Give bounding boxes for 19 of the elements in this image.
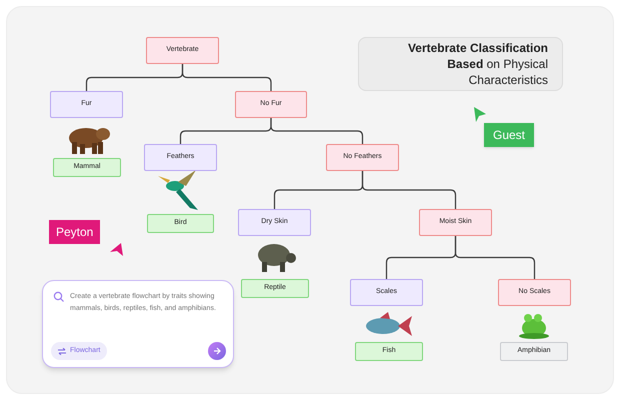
process-box bbox=[147, 214, 214, 233]
process-box bbox=[146, 37, 219, 64]
process-box bbox=[235, 91, 307, 118]
process-box bbox=[144, 144, 217, 171]
process-box bbox=[241, 279, 309, 298]
process-box bbox=[50, 91, 123, 118]
title: Vertebrate Classification Based on Physical Characteristics bbox=[406, 40, 548, 88]
cursor-name-tag: Guest bbox=[484, 123, 534, 147]
connector-line bbox=[454, 236, 536, 279]
connector-line bbox=[362, 171, 456, 209]
cursor-name-tag: Peyton bbox=[49, 220, 100, 244]
process-box bbox=[419, 209, 492, 236]
process-box bbox=[500, 342, 568, 361]
process-box bbox=[350, 279, 423, 306]
process-box bbox=[238, 209, 311, 236]
process-box bbox=[355, 342, 423, 361]
process-box bbox=[53, 158, 121, 177]
process-box bbox=[326, 144, 399, 171]
process-box bbox=[498, 279, 571, 306]
